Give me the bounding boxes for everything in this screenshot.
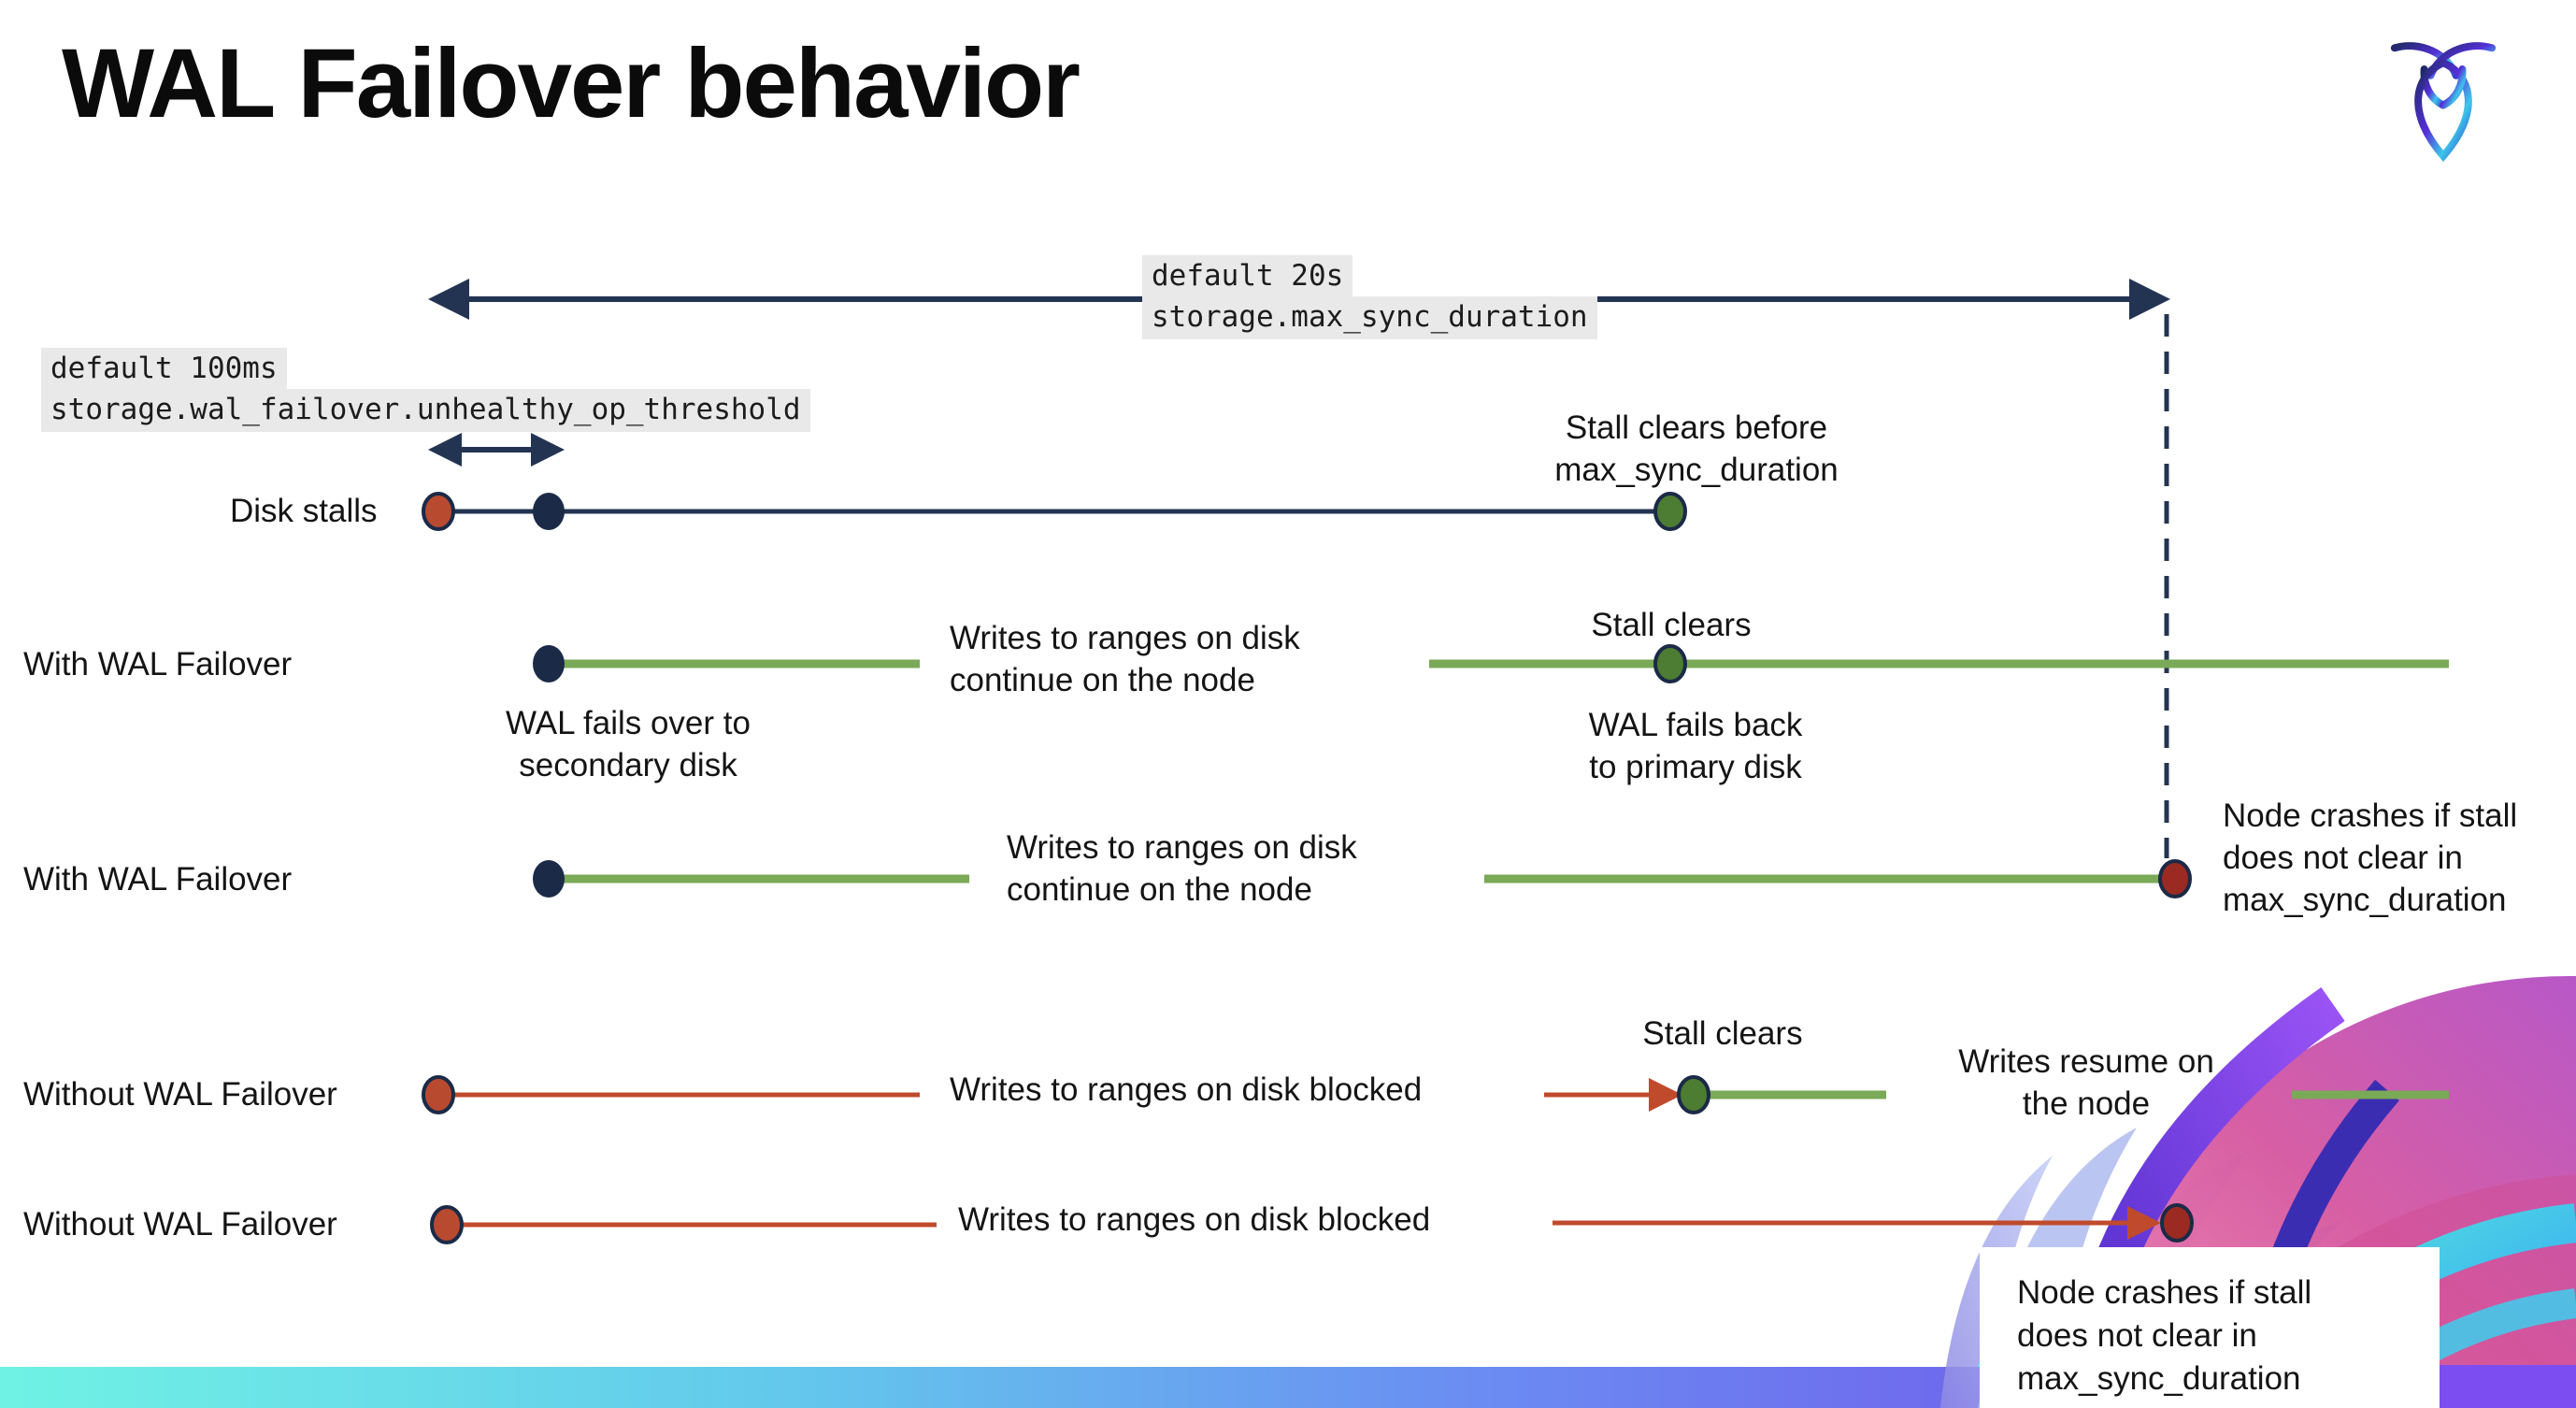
- max-sync-arrowhead-right: [2129, 279, 2170, 320]
- max-sync-setting-name: storage.max_sync_duration: [1142, 296, 1597, 339]
- unhealthy-op-setting-name: storage.wal_failover.unhealthy_op_thresh…: [41, 389, 810, 432]
- row-label-with-wal-failover-2: With WAL Failover: [23, 861, 293, 898]
- blocked-arrowhead: [2127, 1206, 2161, 1240]
- label-node-crashes-2: Node crashes if stall does not clear in …: [2017, 1274, 2312, 1397]
- row-label-disk-stalls: Disk stalls: [230, 493, 378, 529]
- stall-clears-dot: [1653, 644, 1687, 683]
- stall-start-dot: [422, 1075, 455, 1114]
- logo-paths: [2390, 42, 2497, 162]
- label-wal-fails-back: WAL fails back to primary disk: [1588, 707, 1803, 785]
- stall-clears-dot: [1677, 1075, 1710, 1114]
- stall-start-dot: [422, 492, 455, 531]
- row-label-without-wal-failover-2: Without WAL Failover: [23, 1206, 337, 1243]
- failover-dot: [533, 860, 565, 898]
- label-stall-clears-before: Stall clears before max_sync_duration: [1554, 409, 1839, 488]
- label-writes-blocked-1: Writes to ranges on disk blocked: [950, 1071, 1423, 1108]
- cockroachdb-logo-icon: [2390, 42, 2497, 162]
- threshold-dot: [533, 493, 565, 530]
- page-title: WAL Failover behavior: [62, 29, 1080, 138]
- label-wal-fails-over: WAL fails over to secondary disk: [506, 705, 751, 783]
- threshold-arrowhead-right: [531, 433, 565, 467]
- unhealthy-op-default-label: default 100ms: [41, 348, 287, 391]
- node-crash-dot: [2158, 859, 2192, 898]
- stall-start-dot: [430, 1205, 464, 1244]
- label-writes-blocked-2: Writes to ranges on disk blocked: [958, 1201, 1431, 1238]
- threshold-arrowhead-left: [428, 433, 462, 467]
- timeline-with-failover-clears: [533, 644, 2449, 683]
- row-label-without-wal-failover-1: Without WAL Failover: [23, 1076, 337, 1113]
- blocked-arrowhead: [1649, 1078, 1682, 1112]
- label-writes-continue-2: Writes to ranges on disk continue on the…: [1007, 829, 1357, 908]
- label-writes-resume: Writes resume on the node: [1958, 1043, 2214, 1122]
- label-stall-clears-1: Stall clears: [1591, 607, 1752, 643]
- stall-clears-dot: [1653, 492, 1687, 531]
- timeline-disk-stalls: [422, 492, 1687, 531]
- unhealthy-op-threshold-arrow: [428, 433, 565, 467]
- max-sync-default-label: default 20s: [1142, 255, 1353, 298]
- label-stall-clears-2: Stall clears: [1642, 1015, 1803, 1052]
- row-label-with-wal-failover-1: With WAL Failover: [23, 646, 293, 682]
- failover-dot: [533, 645, 565, 682]
- label-writes-continue-1: Writes to ranges on disk continue on the…: [950, 620, 1300, 698]
- label-node-crashes-1: Node crashes if stall does not clear in …: [2223, 797, 2518, 918]
- node-crash-dot: [2160, 1203, 2194, 1243]
- max-sync-arrowhead-left: [428, 279, 469, 320]
